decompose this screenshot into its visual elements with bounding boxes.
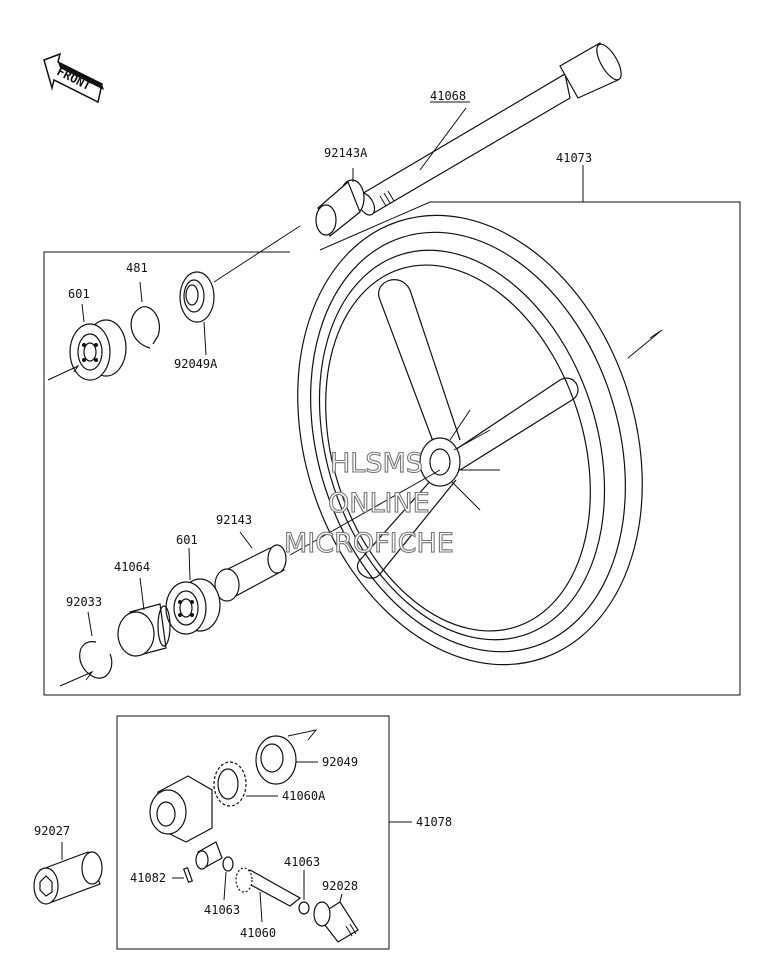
label-bearing-right: 601 bbox=[176, 533, 198, 547]
label-gear: 41060A bbox=[282, 789, 326, 803]
washer-b-part bbox=[298, 901, 310, 915]
oil-seal-part bbox=[255, 735, 297, 785]
axle-centerline bbox=[213, 225, 301, 283]
circlip-part bbox=[130, 281, 160, 349]
axle-part bbox=[356, 42, 622, 216]
wheel-part bbox=[297, 214, 663, 666]
label-oil-seal-a: 92049A bbox=[174, 357, 218, 371]
label-wheel: 41073 bbox=[556, 151, 592, 165]
label-collar: 92143 bbox=[216, 513, 252, 527]
collar-outer-part bbox=[33, 851, 103, 905]
meter-gear-frame bbox=[116, 715, 390, 950]
label-coupling: 41064 bbox=[114, 560, 150, 574]
leader-axle-2 bbox=[419, 107, 467, 171]
axis-arrow-left bbox=[47, 364, 80, 381]
label-axle: 41068 bbox=[430, 89, 466, 103]
axis-arrow-seal bbox=[287, 729, 318, 741]
label-oil-seal: 92049 bbox=[322, 755, 358, 769]
oil-seal-a-part bbox=[179, 271, 215, 323]
label-washer-a: 41063 bbox=[204, 903, 240, 917]
pin-part bbox=[182, 866, 194, 884]
bushing-part bbox=[313, 901, 359, 943]
leader-washer-a bbox=[223, 871, 227, 901]
collar-a-part bbox=[315, 179, 365, 237]
label-collar-a: 92143A bbox=[324, 146, 368, 160]
label-bushing: 92028 bbox=[322, 879, 358, 893]
label-pinion: 41060 bbox=[240, 926, 276, 940]
watermark-line-3: MICROFICHE bbox=[284, 528, 454, 559]
washer-a-part bbox=[222, 856, 234, 872]
leader-bearing-left bbox=[81, 303, 85, 323]
leader-snap-ring bbox=[87, 611, 93, 637]
collar-part bbox=[214, 544, 287, 602]
bearing-left-part bbox=[69, 319, 127, 381]
leader-coupling bbox=[139, 577, 145, 611]
label-washer-b: 41063 bbox=[284, 855, 320, 869]
label-collar-outer: 92027 bbox=[34, 824, 70, 838]
wheel-group-frame bbox=[43, 201, 741, 696]
label-pin: 41082 bbox=[130, 871, 166, 885]
snap-ring-part bbox=[79, 641, 113, 679]
coupling-part bbox=[117, 603, 171, 657]
watermark-line-1: HLSMS bbox=[330, 448, 423, 479]
gear-part bbox=[213, 761, 247, 807]
gear-housing-part bbox=[149, 775, 223, 870]
leader-bushing bbox=[339, 893, 343, 903]
leader-oil-seal-a bbox=[203, 321, 207, 356]
leader-pinion bbox=[259, 891, 263, 923]
front-arrow-icon: FRONT bbox=[43, 52, 104, 104]
wheel-centerline bbox=[289, 469, 441, 556]
label-bearing-left: 601 bbox=[68, 287, 90, 301]
leader-bearing-right bbox=[188, 547, 191, 581]
label-circlip: 481 bbox=[126, 261, 148, 275]
watermark-line-2: ONLINE bbox=[328, 488, 430, 519]
axis-arrow-snap bbox=[59, 670, 94, 687]
label-snap-ring: 92033 bbox=[66, 595, 102, 609]
leader-collar bbox=[239, 531, 253, 549]
label-meter-gear: 41078 bbox=[416, 815, 452, 829]
bearing-right-part bbox=[165, 578, 221, 635]
pinion-part bbox=[235, 867, 302, 907]
